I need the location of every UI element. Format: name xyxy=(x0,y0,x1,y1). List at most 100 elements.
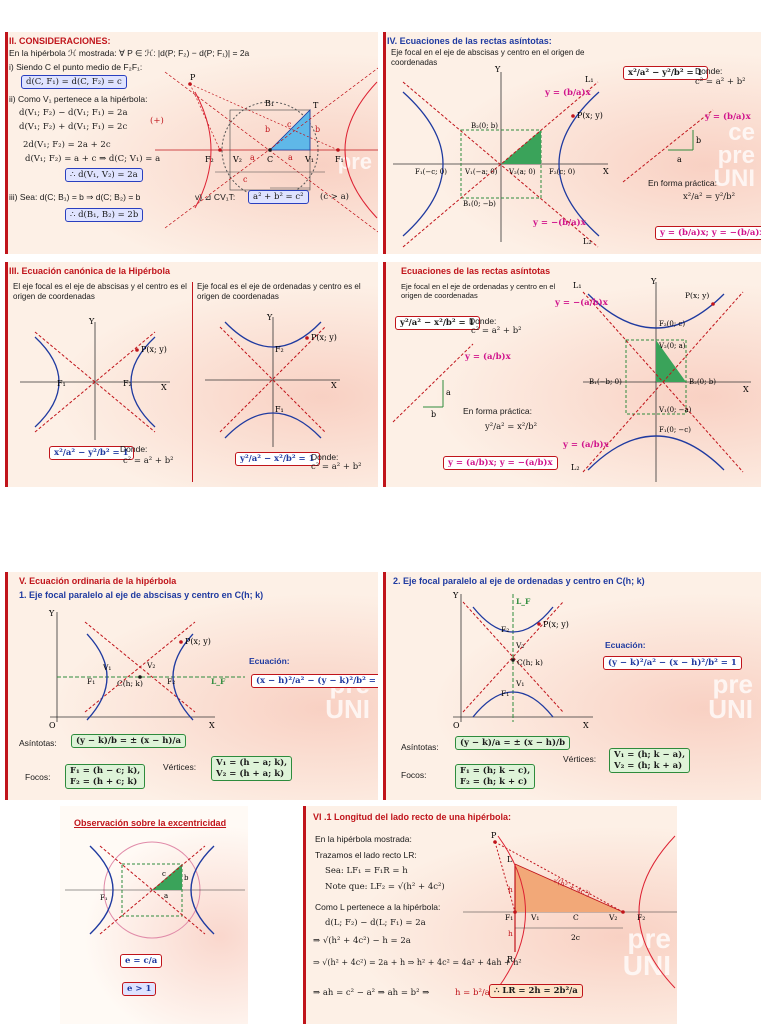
right-point-p xyxy=(305,336,309,340)
branch-right xyxy=(172,633,194,721)
eccentricity-box: e = c/a xyxy=(120,954,163,968)
label-y: Y xyxy=(452,591,459,600)
ecuacion-label: Ecuación: xyxy=(605,640,646,650)
line-3: Sea: LF₁ = F₁R = h xyxy=(325,866,408,876)
slide-title: IV. Ecuaciones de las rectas asíntotas: xyxy=(387,36,552,46)
left-branch-2 xyxy=(130,336,156,428)
label-l2: L₂ xyxy=(583,237,592,246)
ordinary-figure-2: Y X O P(x; y) F₂ V₂ C(h; k) V₁ F₁ L_F xyxy=(452,591,593,730)
label-v1: V₁(0; −a) xyxy=(658,406,692,414)
label-p: P(x; y) xyxy=(577,111,603,120)
asymptote-figure: Y X P(x; y) L₁ L₂ F₂(0; c) V₂(0; a) B₁(−… xyxy=(392,277,751,482)
label-p: P(x; y) xyxy=(543,620,569,629)
subtitle: Eje focal en el eje de ordenadas y centr… xyxy=(401,282,556,300)
focus-f2-dot xyxy=(621,910,625,914)
branch-left xyxy=(89,845,114,935)
practica-eq: y²/a² = x²/b² xyxy=(485,422,537,432)
left-donde-eq: c² = a² + b² xyxy=(123,456,174,466)
asymptote-1 xyxy=(164,71,378,233)
asymptote-1-label: y = −(a/b)x xyxy=(555,298,608,308)
item-ii-label: ii) Como V₁ pertenece a la hipérbola: xyxy=(9,94,148,104)
item-iii-box: ∴ d(B₁, B₂) = 2b xyxy=(65,208,144,222)
left-label-p: P(x; y) xyxy=(141,345,167,354)
label-v2: V₂ xyxy=(232,155,242,164)
line-4: Note que: LF₂ = √(h² + 4c²) xyxy=(325,882,445,892)
label-b: b xyxy=(696,136,701,145)
label-c-hyp: c xyxy=(287,120,292,129)
right-label-p: P(x; y) xyxy=(311,333,337,342)
label-a-right: a xyxy=(288,153,293,162)
focus-f2-dot xyxy=(218,148,222,152)
focus-f1-dot xyxy=(513,910,517,914)
label-l: L xyxy=(507,855,513,864)
item-i-label: i) Siendo C el punto medio de F₂F₁: xyxy=(9,62,143,72)
left-asymptote-1 xyxy=(34,331,156,433)
asymptote-1 xyxy=(99,845,206,935)
label-y: Y xyxy=(48,609,55,618)
slope-line xyxy=(622,109,714,183)
vertices-label: Vértices: xyxy=(563,754,597,764)
slide-ecuacion-canonica: III. Ecuación canónica de la Hipérbola E… xyxy=(5,262,378,487)
label-x: X xyxy=(743,385,749,394)
slide-ecuacion-ordinaria-2: 2. Eje focal paralelo al eje de ordenada… xyxy=(383,572,761,800)
divider xyxy=(192,282,193,482)
label-f1: F₁ xyxy=(505,913,513,922)
label-f1: F₁ xyxy=(87,677,95,686)
label-v2: V₂(0; a) xyxy=(658,342,686,350)
left-branch-1 xyxy=(34,336,60,428)
watermark: pre xyxy=(337,149,372,174)
slide-title: VI .1 Longitud del lado recto de una hip… xyxy=(313,812,512,822)
canonical-figures: Y X P(x; y) F₁ F₂ Y X P(x; y) F₂ F₁ xyxy=(20,313,340,447)
label-f2: F₂ xyxy=(167,677,175,686)
item-ii-eq2: d(V₁; F₂) + d(V₁; F₁) = 2c xyxy=(19,122,128,132)
equation-box: y²/a² − x²/b² = 1 xyxy=(395,316,480,330)
line-1: En la hipérbola mostrada: xyxy=(315,834,412,844)
label-r: R xyxy=(507,955,514,964)
label-c-bottom: c xyxy=(243,175,248,184)
segment-pf2 xyxy=(494,841,624,913)
label-v1: V₁(−a; 0) xyxy=(464,168,498,176)
segment-lf2 xyxy=(514,863,624,913)
line-7: ⇒ √(h² + 4c²) − h = 2a xyxy=(313,936,411,946)
left-donde: Donde: xyxy=(120,444,148,454)
focos-box-line2: F₂ = (h + c; k) xyxy=(70,776,138,787)
slide-asintotas-ordenadas: Ecuaciones de las rectas asíntotas Eje f… xyxy=(383,262,761,487)
right-donde-eq: c² = a² + b² xyxy=(311,462,362,472)
focus-f1-dot xyxy=(336,148,340,152)
point-p-dot xyxy=(493,840,497,844)
left-subtitle: El eje focal es el eje de abscisas y el … xyxy=(13,282,187,301)
label-f1: F₁ xyxy=(335,155,344,164)
asintotas-label: Asíntotas: xyxy=(19,738,57,748)
subtitle: 1. Eje focal paralelo al eje de abscisas… xyxy=(19,590,264,600)
label-o: O xyxy=(49,721,56,730)
donde-equation: c² = a² + b² xyxy=(471,326,522,336)
label-a: a xyxy=(446,388,451,397)
slide-accent-bar xyxy=(5,32,8,254)
label-b: b xyxy=(184,874,189,882)
item-ii-box: ∴ d(V₁, V₂) = 2a xyxy=(65,168,143,182)
focos-box: F₁ = (h − c; k),F₂ = (h + c; k) xyxy=(65,764,146,790)
equation-box: (x − h)²/a² − (y − k)²/b² = 1 xyxy=(251,674,378,688)
branch-left xyxy=(86,633,108,721)
label-h-top: h xyxy=(508,885,513,894)
slide-title: V. Ecuación ordinaria de la hipérbola xyxy=(19,576,177,586)
segment-pf1 xyxy=(189,83,339,151)
vertices-box-line1: V₁ = (h; k − a), xyxy=(614,750,686,760)
practica-box: y = (a/b)x; y = −(a/b)x xyxy=(443,456,558,470)
item-iii-label: iii) Sea: d(C; B₁) = b ⇒ d(C; B₂) = b xyxy=(9,192,141,202)
line-9a: ⇒ ah = c² − a² ⇒ ah = b² ⇒ xyxy=(313,988,430,998)
plus-sign: (+) xyxy=(150,116,164,126)
point-p-dot xyxy=(571,114,575,118)
label-l2: L₂ xyxy=(571,463,580,472)
label-l1: L₁ xyxy=(585,75,594,84)
asymptote-slope-label: y = (b/a)x xyxy=(705,112,751,122)
asymptote-slope-label: y = (a/b)x xyxy=(465,352,511,362)
point-p-dot xyxy=(188,82,192,86)
vertices-box-line1: V₁ = (h − a; k), xyxy=(216,758,288,768)
right-branch-2 xyxy=(224,412,322,439)
branch-bottom xyxy=(472,691,554,718)
latus-rectum-figure: P L R F₁ V₁ C V₂ F₂ h h 2c √(h² + 4c²) xyxy=(463,831,677,989)
label-v2: V₂ xyxy=(515,641,524,650)
label-t: T xyxy=(313,101,319,110)
